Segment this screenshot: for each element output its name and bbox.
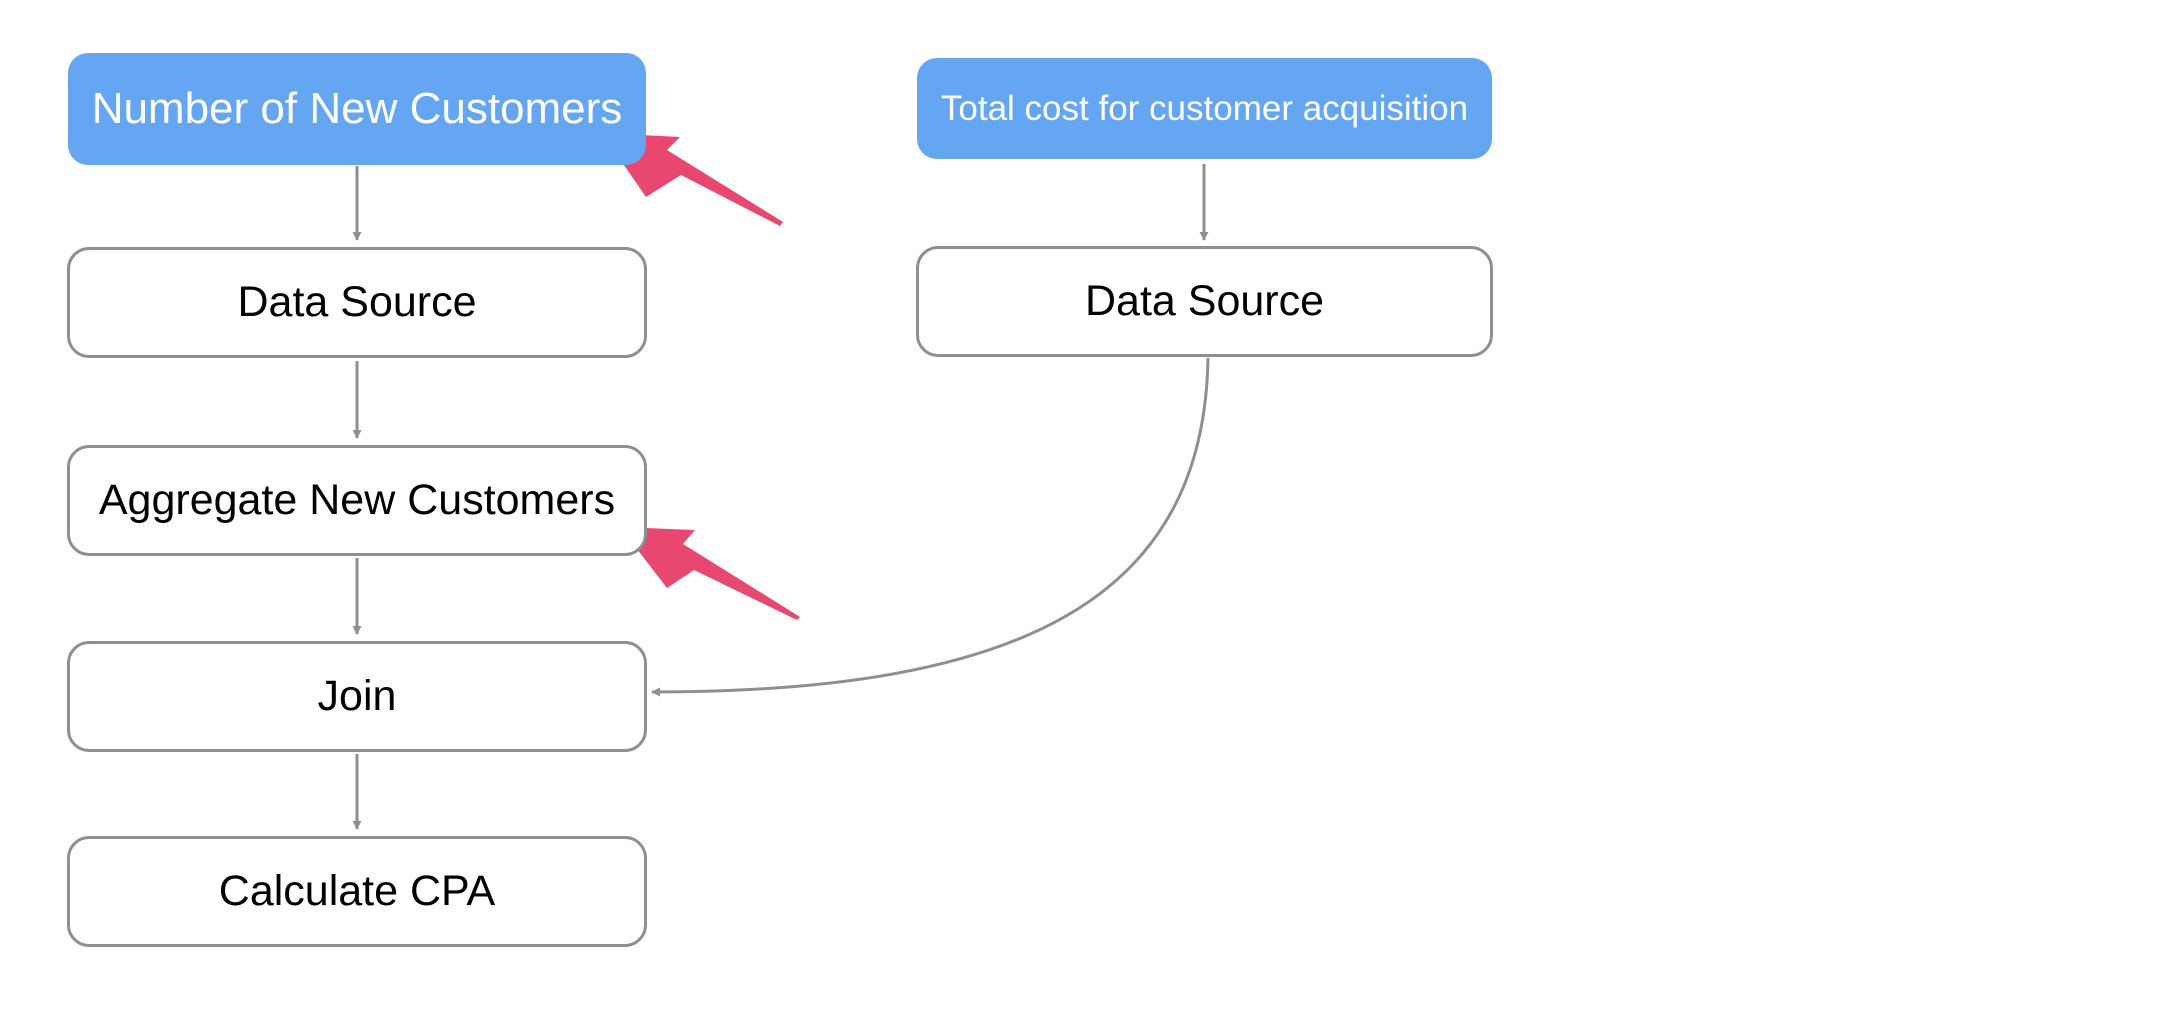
node-join[interactable]: Join <box>67 641 647 752</box>
node-calculate-cpa[interactable]: Calculate CPA <box>67 836 647 947</box>
annotation-arrow-header <box>602 133 783 226</box>
node-data-source-right[interactable]: Data Source <box>916 246 1493 357</box>
header-number-of-new-customers[interactable]: Number of New Customers <box>68 53 646 165</box>
node-data-source-left[interactable]: Data Source <box>67 247 647 358</box>
node-aggregate-new-customers[interactable]: Aggregate New Customers <box>67 445 647 556</box>
connector-right-data-source-to-join <box>651 357 1210 697</box>
header-total-cost-customer-acquisition[interactable]: Total cost for customer acquisition <box>917 58 1492 159</box>
annotation-arrow-aggregate <box>620 527 800 620</box>
